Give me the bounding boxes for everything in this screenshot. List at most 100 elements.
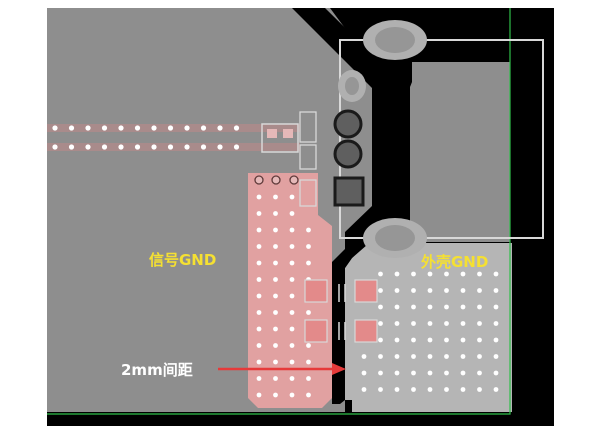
via-dot (256, 227, 262, 233)
component-pad (267, 129, 277, 138)
via-dot (361, 387, 367, 392)
via-dot (378, 271, 383, 277)
via-dot (118, 125, 124, 131)
via-dot (493, 304, 499, 310)
via-dot (477, 337, 482, 343)
via-dot (493, 387, 499, 392)
via-dot (411, 304, 416, 310)
via-dot (289, 227, 295, 233)
via-dot (52, 125, 58, 131)
via-dot (256, 211, 262, 216)
via-dot (289, 343, 295, 348)
via-dot (101, 125, 108, 131)
via-dot (134, 144, 141, 150)
via-dot (411, 271, 416, 277)
via-dot (444, 304, 449, 310)
connector-pad-small-inner (345, 77, 359, 95)
via-dot (217, 144, 223, 150)
component-silk (299, 179, 317, 207)
via-dot (68, 144, 75, 150)
via-dot (394, 370, 400, 376)
via-dot (444, 387, 449, 392)
via-dot (289, 392, 295, 398)
component-silk (299, 111, 317, 143)
via-dot (273, 392, 278, 398)
via-dot (477, 271, 482, 277)
via-dot (394, 271, 400, 277)
via-dot (289, 211, 295, 216)
via-dot (427, 321, 433, 326)
via-dot (289, 359, 295, 365)
via-dot (256, 392, 262, 398)
via-dot (256, 277, 262, 282)
via-dot (289, 310, 295, 315)
via-dot (151, 125, 157, 131)
via-dot (394, 321, 400, 326)
via-dot (444, 288, 449, 293)
via-dot (378, 321, 383, 326)
via-dot (200, 125, 207, 131)
via-dot (167, 144, 174, 150)
via-dot (273, 260, 278, 266)
via-dot (460, 271, 466, 277)
diff-trace-bottom (47, 143, 300, 151)
component-pad (283, 129, 293, 138)
via-dot (306, 376, 311, 381)
signal-via-group (256, 194, 311, 398)
via-dot (289, 277, 295, 282)
via-dot (289, 376, 295, 381)
via-dot (273, 277, 278, 282)
via-dot (306, 244, 311, 249)
shell-via-group (361, 271, 499, 392)
via-dot (273, 244, 278, 249)
via-dot (256, 194, 262, 200)
via-dot (273, 310, 278, 315)
board-outline (47, 8, 511, 415)
shell-gnd-pour (345, 243, 512, 412)
via-dot (427, 288, 433, 293)
isolation-channel (330, 8, 412, 404)
via-dot (378, 304, 383, 310)
bridge-pad (354, 319, 378, 343)
via-dot (273, 211, 278, 216)
via-dot (273, 343, 278, 348)
via-dot (289, 326, 295, 332)
via-dot (85, 144, 91, 150)
square-pad (333, 176, 365, 207)
via-dot (289, 244, 295, 249)
gap-distance-label: 2mm间距 (121, 361, 193, 379)
via-dot (289, 260, 295, 266)
via-dot (256, 359, 262, 365)
via-dot (233, 125, 240, 131)
via-dot (361, 354, 367, 359)
via-dot (118, 144, 124, 150)
connector-pad-bottom-inner (375, 225, 415, 251)
via-dot (394, 337, 400, 343)
via-dot (411, 321, 416, 326)
connector-pad-top-inner (375, 27, 415, 53)
via-dot (378, 354, 383, 359)
via-dot (289, 293, 295, 299)
via-dot (273, 293, 278, 299)
via-dot (273, 359, 278, 365)
via-dot (477, 370, 482, 376)
via-dot (493, 321, 499, 326)
via-dot (493, 354, 499, 359)
via-dot (493, 370, 499, 376)
via-dot (184, 144, 190, 150)
via-dot (273, 326, 278, 332)
via-dot (167, 125, 174, 131)
via-dot (394, 387, 400, 392)
via-dot (460, 387, 466, 392)
component-silk (299, 144, 317, 170)
via-dot (134, 125, 141, 131)
via-dot (273, 194, 278, 200)
via-dot (151, 144, 157, 150)
via-dot (427, 354, 433, 359)
via-dot (306, 392, 311, 398)
via-dot (306, 359, 311, 365)
via-dot (306, 343, 311, 348)
via-dot (477, 288, 482, 293)
